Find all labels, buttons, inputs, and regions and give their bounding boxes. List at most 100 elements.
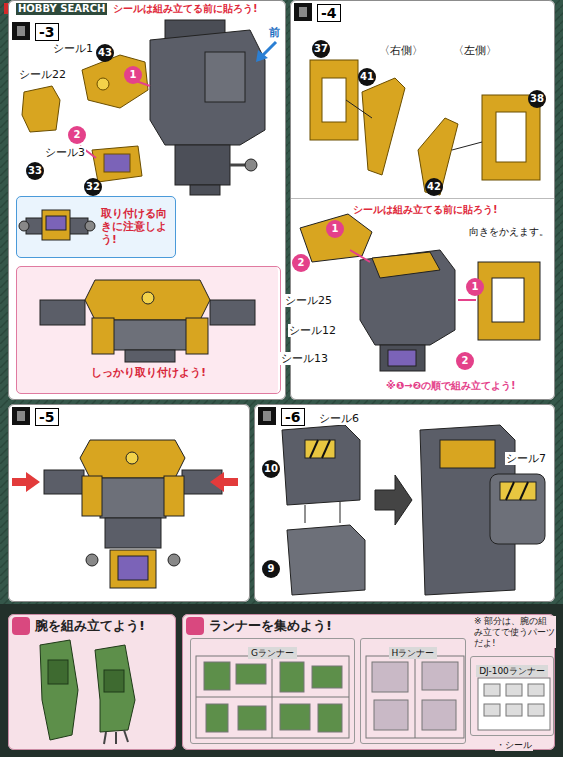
part-label: シール22 [18,68,67,81]
gold-armor-part [310,60,358,140]
step-icon [12,3,312,635]
backpack-part [340,502,341,523]
torso-assembly [372,252,440,278]
callout-number: 33 [26,162,44,180]
gold-armor-part [418,118,458,195]
gold-armor-part [310,60,540,195]
note-part-figure [46,216,66,230]
note-box: しっかり取り付けよう! [16,266,281,394]
callout-circle: 10 [262,460,280,478]
step-number: 1 [326,220,344,238]
front-view-figure [80,440,185,478]
part-label: シール6 [318,412,360,425]
panel-ground [254,404,555,602]
runner-figure [528,704,544,716]
arm-part [104,732,106,744]
panel-ground [8,0,286,400]
gold-armor-part [322,78,346,122]
note-text: しっかり取り付けよう! [17,365,280,380]
torso-assembly [380,345,425,371]
callout-number: 42 [425,178,443,196]
runner-figure [484,704,500,716]
step-icon [17,26,25,36]
runner-figure [238,706,266,730]
runner-figure [272,656,273,738]
front-view-figure [110,550,156,588]
gold-armor-part [82,55,148,108]
part-label: 向きをかえます。 [468,226,550,238]
torso-assembly [300,214,372,262]
step-icon [186,617,204,635]
callout-circle: 41 [358,68,376,86]
panel-ground [290,198,555,199]
part-label: シール13 [280,352,329,365]
step-circle: 1 [466,278,484,296]
front-view-figure [100,478,166,518]
arm-part [124,730,128,742]
front-view-figure [126,452,138,464]
backpack-part [506,482,514,500]
note-part-figure [85,221,95,231]
backpack-part [500,482,536,500]
gold-armor-part [482,95,540,180]
backpack-part [305,440,335,458]
step-number: 1 [124,66,142,84]
runner-figure [318,704,342,732]
callout-number: 10 [262,460,280,478]
callout-circle: 33 [26,162,44,180]
front-view-figure [164,476,184,516]
torso-part [190,185,220,195]
panel-heading: -4 [317,4,341,22]
torso-part [150,30,265,145]
instruction-panel: -5 [8,404,250,602]
torso-assembly [458,299,476,301]
callout-number: 37 [312,40,330,58]
front-view-figure [82,476,102,516]
note-part-figure [19,210,95,240]
front-view-figure [92,318,114,354]
gold-armor-part [496,112,526,162]
gold-armor-part [92,146,142,182]
panel-heading: -3 [35,23,59,41]
front-view-figure [105,518,161,548]
panel-heading: -6 [281,408,305,426]
callout-circle: 42 [425,178,443,196]
arm-part [40,640,135,744]
front-view-figure [142,292,154,304]
arm-part [95,645,135,732]
runner-figure [422,700,456,730]
torso-assembly [478,262,540,340]
front-view-figure [125,350,175,362]
part-label: シールは組み立てる前に貼ろう! [112,3,259,15]
panel-ground [8,404,250,602]
panel-ground [182,614,555,750]
step-circle: 1 [326,220,344,238]
torso-part [245,159,257,171]
panel-heading: ランナーを集めよう! [209,618,332,634]
step-number: 2 [292,254,310,272]
backpack-part [282,425,545,595]
runner-figure [312,666,342,688]
step-number: 2 [456,352,474,370]
part-label: 前 [268,26,281,39]
note-text: 取り付ける向きに注意しよう! [101,207,171,246]
step-icon [299,7,307,17]
direction-arrow [256,50,268,62]
instruction-panel: -4374138421212 [290,0,555,400]
backpack-part [375,475,412,525]
backpack-part [490,474,545,544]
part-label: ※ 部分は、腕の組み立てで使うパーツだよ! [474,616,556,648]
front-view-figure [40,280,255,362]
runner-figure [506,684,522,696]
front-view-figure [210,300,255,325]
runner-figure [366,656,464,738]
front-view-figure [44,440,222,588]
gold-armor-part [22,86,60,132]
backpack-part [520,482,528,500]
torso-part [230,164,246,167]
front-view-figure [186,318,208,354]
torso-assembly [492,278,524,322]
